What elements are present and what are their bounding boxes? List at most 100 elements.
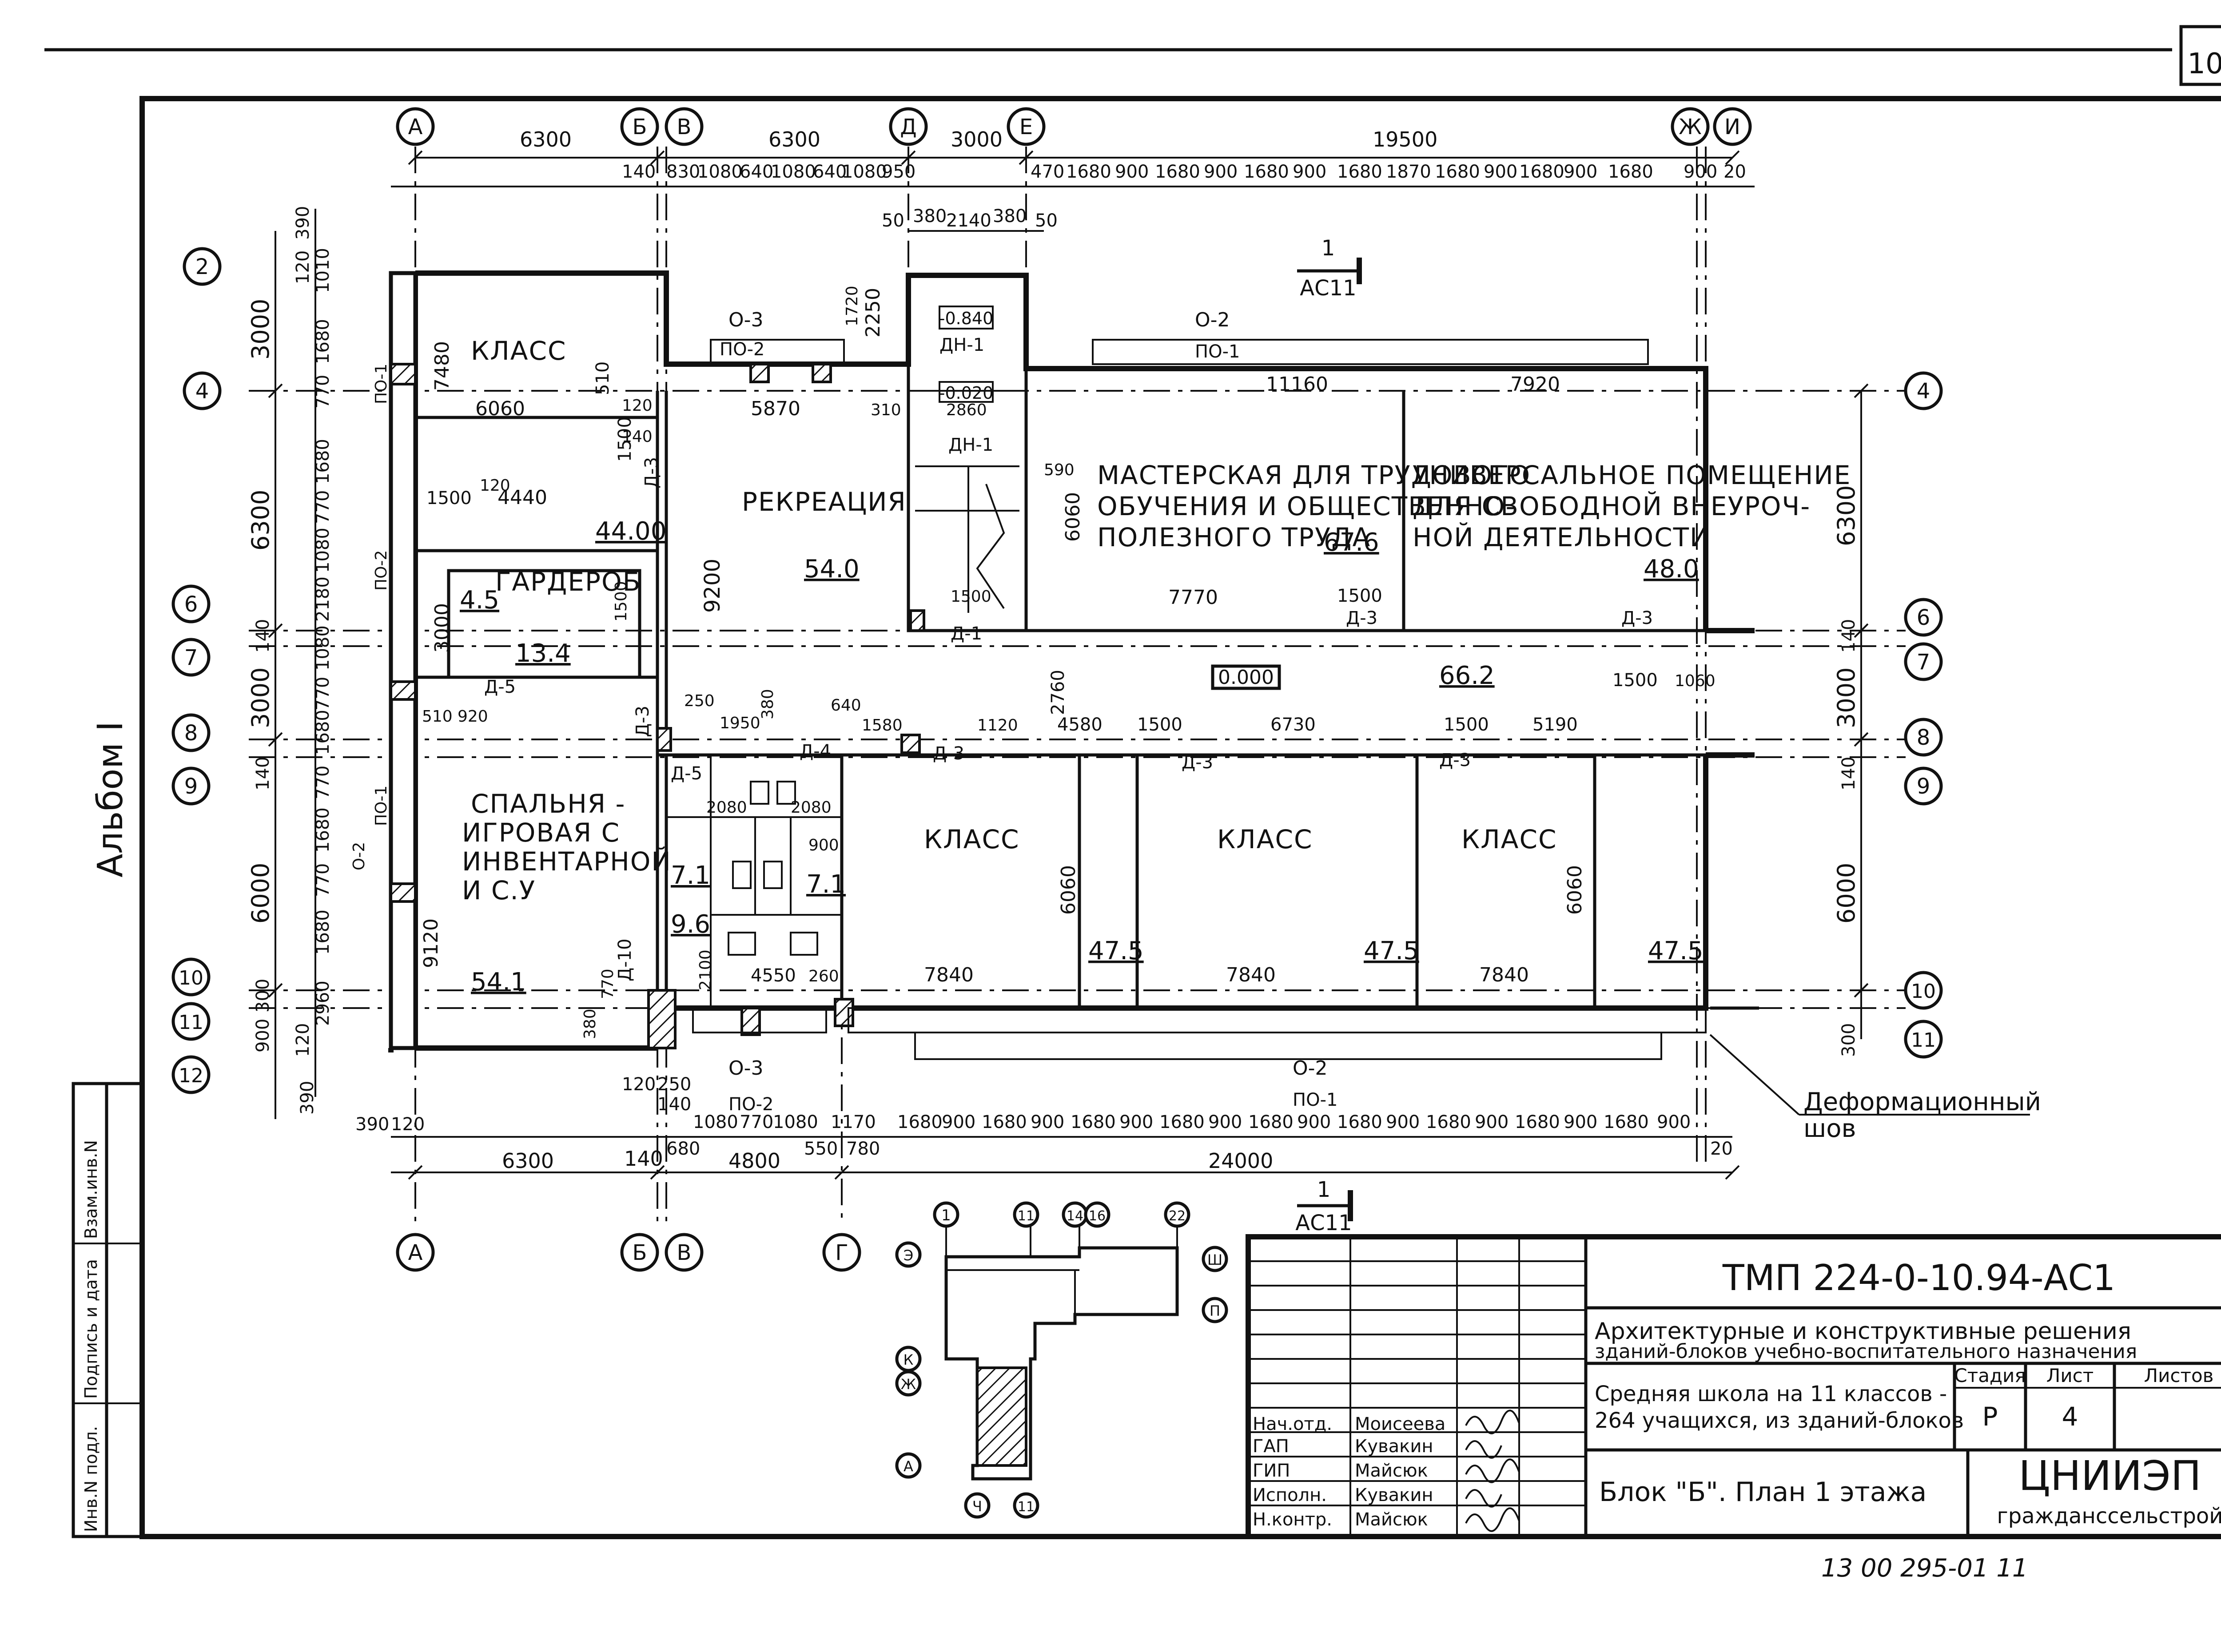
room-wardrobe-name: ГАРДЕРОБ bbox=[495, 567, 641, 597]
key-axis: Э bbox=[904, 1247, 913, 1264]
dim-top-main: 3000 bbox=[951, 127, 1003, 151]
interior-dim: 6060 bbox=[475, 397, 525, 420]
interior-dim: 380 bbox=[759, 689, 777, 719]
dim-left-detail: 770 bbox=[313, 375, 333, 409]
dim-top-detail: 1680 bbox=[1435, 162, 1480, 182]
dim-left-detail: 120 bbox=[293, 250, 313, 284]
key-axis: 11 bbox=[1018, 1499, 1035, 1515]
interior-dim: 1500 bbox=[1612, 670, 1658, 691]
sheet-frame bbox=[44, 25, 2221, 1539]
dim-left-detail: 1680 bbox=[313, 439, 333, 484]
interior-dim: 2250 bbox=[862, 288, 884, 338]
bottom-main-dims: 6300 140 4800 24000 bbox=[502, 1147, 1273, 1173]
dim-bottom-detail: 780 bbox=[846, 1139, 880, 1159]
interior-dim: 120 bbox=[622, 397, 653, 415]
doc-code: ТМП 224-0-10.94-АС1 bbox=[1722, 1257, 2115, 1299]
door-tag: Д-4 bbox=[800, 741, 831, 762]
small-area: 44.00 bbox=[595, 517, 666, 546]
axis-left-6: 6 bbox=[184, 592, 198, 617]
org-name: ЦНИИЭП bbox=[2018, 1452, 2201, 1500]
stair-mark: -0.020 bbox=[939, 383, 994, 403]
key-plan: 1 11 14 16 22 Э Ш П К Ж А Ч 11 bbox=[895, 1201, 1228, 1519]
dim-top-detail: 1870 bbox=[1386, 162, 1431, 182]
axis-right-9: 9 bbox=[1917, 774, 1930, 799]
room-universal-name-2: ДЛЯ СВОБОДНОЙ ВНЕУРОЧ- bbox=[1413, 491, 1811, 521]
dim-bottom-detail: 900 bbox=[1564, 1112, 1597, 1132]
dim-left-main: 3000 bbox=[247, 667, 275, 728]
dim-left-detail: 1680 bbox=[313, 807, 333, 853]
sheet-number: 10 bbox=[2187, 48, 2221, 80]
side-stamp-sign: Подпись и дата bbox=[81, 1259, 101, 1399]
room-recreation-area: 54.0 bbox=[804, 555, 860, 584]
sig-name: Майсюк bbox=[1355, 1461, 1428, 1481]
axis-right-10: 10 bbox=[1911, 980, 1936, 1003]
key-axis: К bbox=[904, 1351, 914, 1368]
interior-dim: 1950 bbox=[720, 714, 760, 732]
dim-bottom-detail: 1080 bbox=[773, 1112, 818, 1132]
interior-dim: 1720 bbox=[843, 286, 861, 326]
sheet-title: Блок "Б". План 1 этажа bbox=[1599, 1477, 1926, 1508]
room-class-nw-name: КЛАСС bbox=[471, 336, 566, 366]
axis-top-Zh: Ж bbox=[1679, 115, 1702, 139]
room-class-2-area: 47.5 bbox=[1364, 937, 1419, 965]
window-tag: О-2 bbox=[1293, 1057, 1328, 1080]
interior-dim: 1580 bbox=[862, 716, 903, 735]
dim-bottom-detail: 1680 bbox=[1604, 1112, 1649, 1132]
room-labels: КЛАСС РЕКРЕАЦИЯ 54.0 МАСТЕРСКАЯ ДЛЯ ТРУД… bbox=[462, 336, 1850, 997]
room-class-3-name: КЛАСС bbox=[1461, 824, 1557, 854]
interior-dim: 7480 bbox=[431, 341, 454, 391]
dim-right-main: 6300 bbox=[1832, 485, 1860, 546]
window-tag: ПО-2 bbox=[720, 339, 764, 360]
sig-name: Кувакин bbox=[1355, 1436, 1433, 1457]
dim-bottom-detail: 250 bbox=[657, 1074, 691, 1095]
dim-bottom-main: 140 bbox=[624, 1147, 663, 1171]
dim-bottom-detail: 1680 bbox=[1159, 1112, 1205, 1132]
dim-stair-top: 380 bbox=[913, 206, 947, 226]
dim-right-main: 3000 bbox=[1832, 667, 1860, 728]
axis-top-E: Е bbox=[1019, 115, 1033, 139]
interior-dim: 510 bbox=[422, 707, 453, 726]
archive-number: 13 00 295-01 11 bbox=[1821, 1554, 2028, 1583]
small-area: 4.5 bbox=[460, 586, 499, 615]
dim-top-detail: 20 bbox=[1723, 162, 1746, 182]
axis-left-12: 12 bbox=[179, 1064, 203, 1087]
dim-left-detail: 1680 bbox=[313, 909, 333, 955]
dim-top-detail: 640 bbox=[813, 162, 847, 182]
dim-top-detail: 900 bbox=[1564, 162, 1597, 182]
dim-bottom-detail: 120 bbox=[622, 1074, 656, 1095]
interior-dim: 2760 bbox=[1048, 670, 1068, 715]
axis-bottom-A: А bbox=[408, 1240, 423, 1265]
dim-bottom-detail: 900 bbox=[1297, 1112, 1331, 1132]
axis-right-11: 11 bbox=[1911, 1029, 1936, 1052]
dim-left-detail: 1010 bbox=[313, 248, 333, 293]
small-area: 9.6 bbox=[671, 910, 710, 939]
level-mark-value: 0.000 bbox=[1218, 666, 1274, 689]
dim-left-detail: 770 bbox=[313, 766, 333, 799]
section-mark-bottom-num: 1 bbox=[1317, 1177, 1331, 1202]
key-axis: Ч bbox=[972, 1498, 982, 1515]
dim-bottom-detail: 1170 bbox=[831, 1112, 876, 1132]
dim-top-detail: 1680 bbox=[1608, 162, 1653, 182]
interior-dim: 2860 bbox=[946, 401, 987, 419]
axis-left-11: 11 bbox=[179, 1011, 203, 1034]
stair-marks: -0.840 -0.020 bbox=[939, 306, 994, 403]
dim-bottom-detail: 1680 bbox=[1515, 1112, 1560, 1132]
interior-dim: 2080 bbox=[791, 798, 832, 817]
axis-top-B: Б bbox=[633, 115, 647, 139]
door-tag: Д-5 bbox=[671, 763, 702, 784]
axis-right-6: 6 bbox=[1917, 605, 1930, 630]
dimension-ticks bbox=[268, 150, 1869, 1180]
dim-right-main: 6000 bbox=[1832, 863, 1860, 924]
axis-top-V: В bbox=[677, 115, 692, 139]
axis-right-8: 8 bbox=[1917, 725, 1930, 750]
dim-left-detail: 120 bbox=[293, 1023, 313, 1057]
dim-top-main: 6300 bbox=[768, 127, 820, 151]
room-universal-area: 48.0 bbox=[1644, 555, 1699, 584]
interior-dim: 1500 bbox=[615, 417, 635, 462]
window-tag: ПО-1 bbox=[1293, 1090, 1337, 1110]
dim-bottom-detail: 1680 bbox=[1248, 1112, 1294, 1132]
dim-bottom-main: 24000 bbox=[1208, 1149, 1273, 1173]
room-workshop-area: 67.6 bbox=[1324, 528, 1379, 557]
sheet-value: 4 bbox=[2062, 1402, 2078, 1432]
